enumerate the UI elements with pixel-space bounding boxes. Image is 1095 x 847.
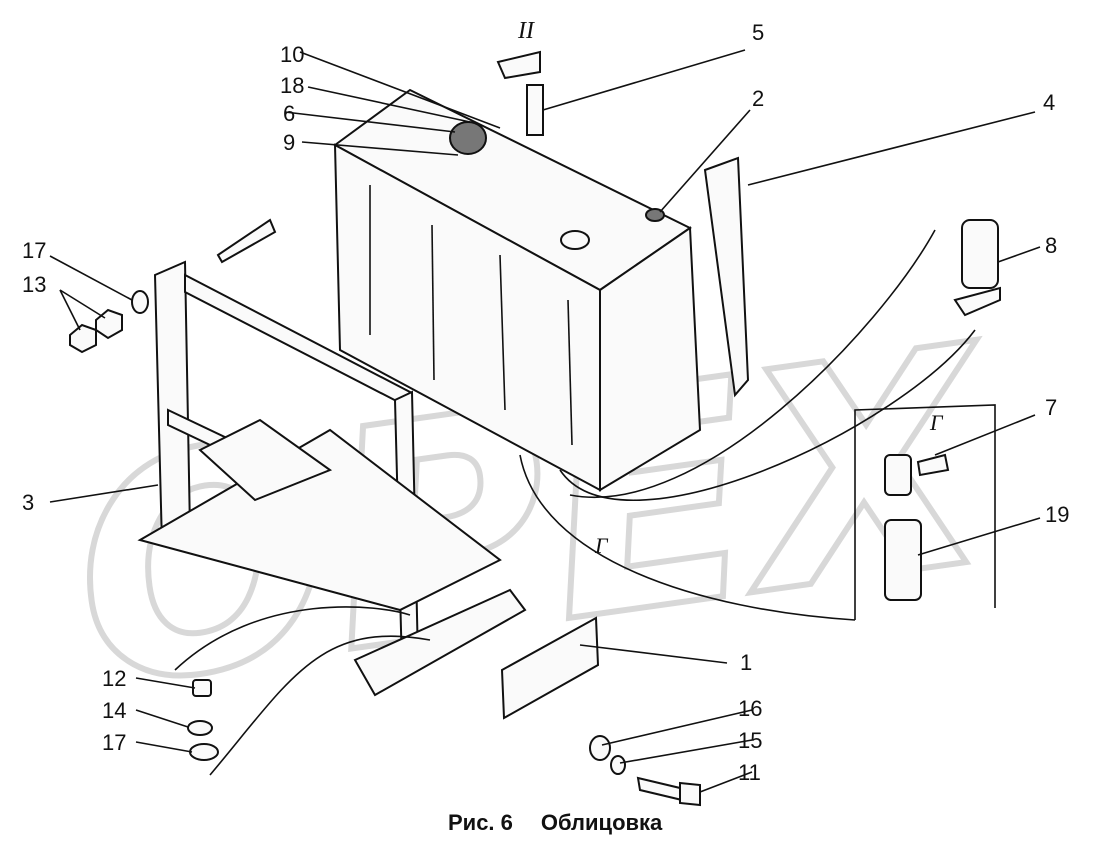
- callout-17-lower: 17: [102, 730, 126, 755]
- mounting-frame: [137, 260, 527, 697]
- fuel-lines: [174, 229, 976, 776]
- callout-15: 15: [738, 728, 762, 753]
- callout-1: 1: [740, 650, 752, 675]
- callout-3: 3: [22, 490, 34, 515]
- callout-4: 4: [1043, 90, 1055, 115]
- tank-strap: [703, 156, 750, 398]
- figure-title: Облицовка: [540, 810, 663, 835]
- callout-5: 5: [752, 20, 764, 45]
- callout-18: 18: [280, 73, 304, 98]
- nuts-and-washers: [69, 290, 701, 807]
- figure-caption: Рис. 6 Облицовка: [448, 808, 662, 838]
- callout-10: 10: [280, 42, 304, 67]
- view-label-roman: II: [517, 18, 535, 44]
- view-label-detail-lower: Г: [594, 533, 609, 558]
- callout-12: 12: [102, 666, 126, 691]
- drain-valve-assembly: [953, 219, 1001, 317]
- detail-view-g: [854, 404, 996, 620]
- callout-labels: 10 18 6 9 5 2 4 8 7 19 1 17 13 3 12 14 1…: [22, 20, 1069, 785]
- callout-6: 6: [283, 101, 295, 126]
- figure-number: Рис. 6: [448, 810, 513, 835]
- clamp-bracket: [216, 218, 277, 264]
- callout-16: 16: [738, 696, 762, 721]
- callout-7: 7: [1045, 395, 1057, 420]
- callout-13: 13: [22, 272, 46, 297]
- callout-2: 2: [752, 86, 764, 111]
- leader-lines: [49, 49, 1041, 793]
- view-label-detail-upper: Г: [929, 410, 944, 435]
- callout-17-upper: 17: [22, 238, 46, 263]
- callout-9: 9: [283, 130, 295, 155]
- fuel-tank: [333, 88, 702, 492]
- callout-8: 8: [1045, 233, 1057, 258]
- callout-19: 19: [1045, 502, 1069, 527]
- cover-plate: [500, 616, 600, 720]
- callout-14: 14: [102, 698, 126, 723]
- strap-bracket: [496, 50, 544, 136]
- callout-11: 11: [738, 760, 761, 785]
